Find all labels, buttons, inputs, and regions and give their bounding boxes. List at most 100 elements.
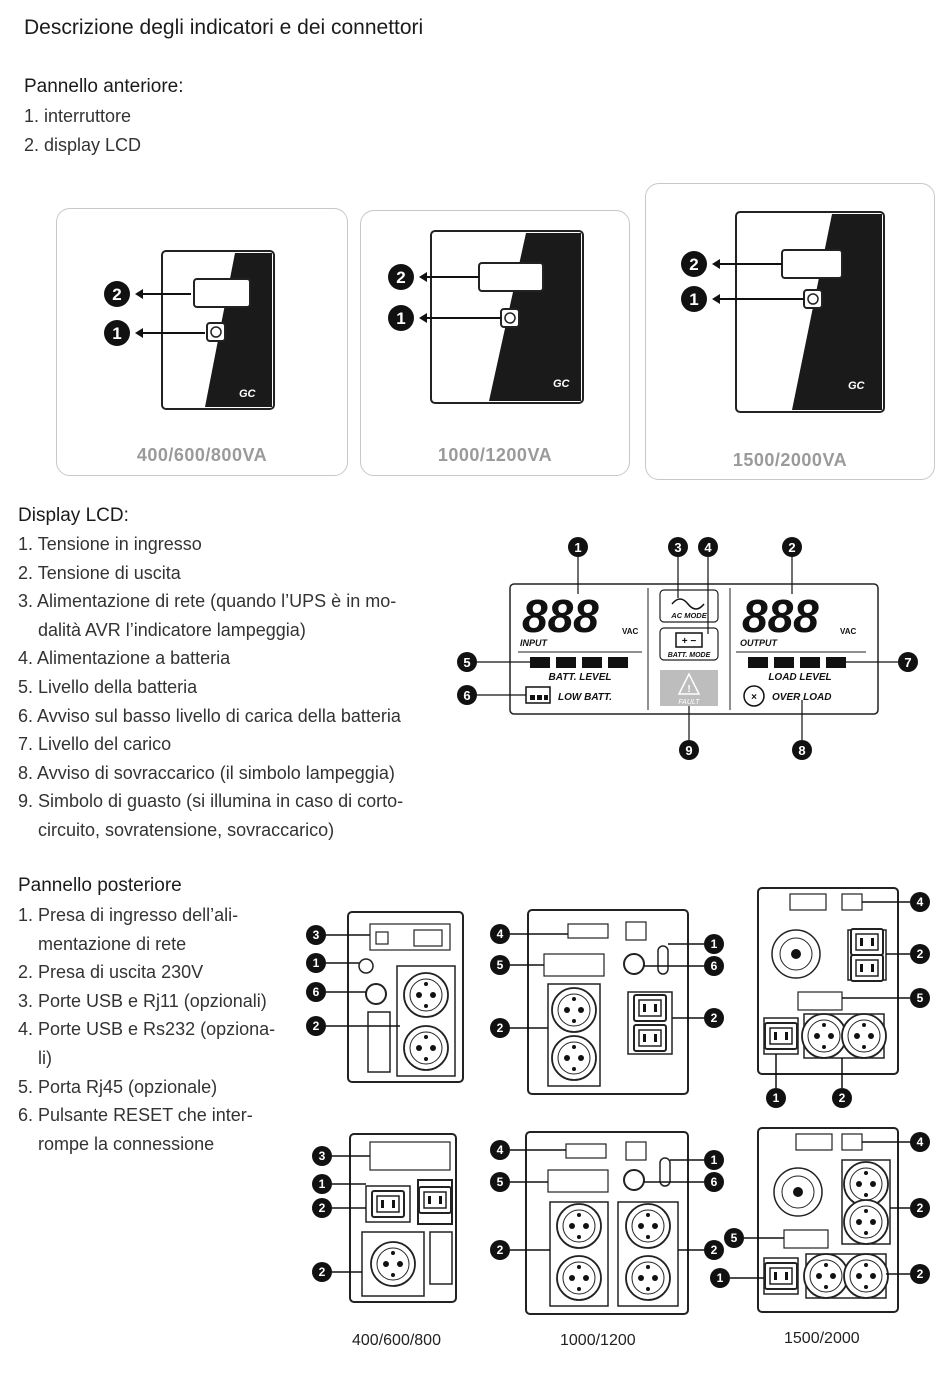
overload-icon xyxy=(743,685,765,707)
front-card-medium: GC 2 1 1000/1200VA xyxy=(360,210,630,476)
svg-text:5: 5 xyxy=(463,655,470,670)
svg-text:1: 1 xyxy=(689,290,698,309)
svg-text:2: 2 xyxy=(711,1011,718,1025)
svg-text:2: 2 xyxy=(396,268,405,287)
front-card-large: GC 2 1 1500/2000VA xyxy=(645,183,935,480)
list-item: rompe la connessione xyxy=(38,1133,215,1154)
rear-model-caption: 400/600/800 xyxy=(352,1332,441,1349)
list-item: 2. Presa di uscita 230V xyxy=(18,962,204,983)
svg-text:VAC: VAC xyxy=(622,627,639,636)
svg-text:1: 1 xyxy=(717,1271,724,1285)
svg-text:1: 1 xyxy=(112,324,121,343)
svg-text:1: 1 xyxy=(319,1177,326,1191)
svg-text:BATT. MODE: BATT. MODE xyxy=(668,652,711,659)
rear-model-caption: 1500/2000 xyxy=(784,1330,860,1347)
svg-text:5: 5 xyxy=(917,991,924,1005)
fault-indicator xyxy=(660,670,718,706)
svg-text:FAULT: FAULT xyxy=(678,699,700,706)
ups-front-illustration: GC 2 1 xyxy=(104,250,275,410)
svg-text:2: 2 xyxy=(711,1243,718,1257)
svg-text:2: 2 xyxy=(319,1265,326,1279)
svg-text:4: 4 xyxy=(917,1135,924,1149)
svg-text:2: 2 xyxy=(917,947,924,961)
svg-text:2: 2 xyxy=(917,1201,924,1215)
svg-text:4: 4 xyxy=(704,540,712,555)
svg-text:9: 9 xyxy=(685,743,692,758)
svg-text:AC MODE: AC MODE xyxy=(670,611,707,620)
rear-panel-list: 1. Presa di ingresso dell’ali- mentazion… xyxy=(18,901,275,1158)
svg-text:6: 6 xyxy=(711,1175,718,1189)
list-item: li) xyxy=(38,1047,52,1068)
list-item: 4. Alimentazione a batteria xyxy=(18,648,231,669)
front-card-small: GC 2 1 400/600/800VA xyxy=(56,208,348,476)
list-item: 1. Presa di ingresso dell’ali- xyxy=(18,905,239,925)
model-caption: 400/600/800VA xyxy=(136,445,268,465)
svg-text:1: 1 xyxy=(711,937,718,951)
svg-text:2: 2 xyxy=(497,1021,504,1035)
svg-text:2: 2 xyxy=(917,1267,924,1281)
svg-text:6: 6 xyxy=(313,985,320,999)
list-item: circuito, sovratensione, sovraccarico) xyxy=(38,819,335,840)
svg-text:1: 1 xyxy=(396,309,405,328)
svg-text:2: 2 xyxy=(788,540,795,555)
list-item: 4. Porte USB e Rs232 (opziona- xyxy=(18,1019,276,1040)
load-level-label: LOAD LEVEL xyxy=(768,672,831,683)
svg-text:1: 1 xyxy=(711,1153,718,1167)
svg-text:2: 2 xyxy=(112,285,121,304)
front-panel-heading: Pannello anteriore: xyxy=(24,76,184,97)
svg-text:+ −: + − xyxy=(682,636,697,647)
rear-panel-heading: Pannello posteriore xyxy=(18,875,182,896)
list-item: 3. Porte USB e Rj11 (opzionali) xyxy=(18,990,267,1011)
svg-text:2: 2 xyxy=(319,1201,326,1215)
gc-logo: GC xyxy=(553,378,571,390)
list-item: mentazione di rete xyxy=(38,933,187,954)
overload-label: OVER LOAD xyxy=(772,692,831,703)
rear-model-caption: 1000/1200 xyxy=(560,1332,636,1349)
list-item: 1. interruttore xyxy=(24,106,132,126)
output-digits: 888 xyxy=(742,590,819,642)
gc-logo: GC xyxy=(239,388,257,400)
front-panel-list: 1. interruttore 2. display LCD xyxy=(24,102,141,159)
svg-text:7: 7 xyxy=(904,655,911,670)
list-item: 2. Tensione di uscita xyxy=(18,562,181,583)
list-item: 7. Livello del carico xyxy=(18,734,172,755)
svg-text:2: 2 xyxy=(313,1019,320,1033)
svg-text:4: 4 xyxy=(497,1143,504,1157)
list-item: 5. Porta Rj45 (opzionale) xyxy=(18,1076,218,1097)
input-digits: 888 xyxy=(522,590,599,642)
svg-text:2: 2 xyxy=(689,255,698,274)
model-caption: 1500/2000VA xyxy=(732,450,848,470)
list-item: dalità AVR l’indicatore lampeggia) xyxy=(38,619,306,640)
svg-text:VAC: VAC xyxy=(840,627,857,636)
batt-level-label: BATT. LEVEL xyxy=(549,672,612,683)
page-title: Descrizione degli indicatori e dei conne… xyxy=(24,16,424,39)
svg-text:5: 5 xyxy=(497,1175,504,1189)
lcd-diagram: 888 VAC INPUT 888 VAC OUTPUT AC MODE + −… xyxy=(457,537,918,760)
gc-logo: GC xyxy=(848,380,866,392)
output-label: OUTPUT xyxy=(740,638,779,648)
svg-text:6: 6 xyxy=(711,959,718,973)
model-caption: 1000/1200VA xyxy=(437,445,553,465)
list-item: 2. display LCD xyxy=(24,134,142,155)
list-item: 5. Livello della batteria xyxy=(18,676,198,697)
svg-text:×: × xyxy=(751,692,757,703)
list-item: 6. Avviso sul basso livello di carica de… xyxy=(18,705,401,726)
list-item: 9. Simbolo di guasto (si illumina in cas… xyxy=(18,791,404,812)
svg-text:6: 6 xyxy=(463,688,470,703)
batt-mode-indicator xyxy=(659,627,719,661)
svg-text:4: 4 xyxy=(497,927,504,941)
svg-text:5: 5 xyxy=(731,1231,738,1245)
input-label: INPUT xyxy=(520,638,549,648)
list-item: 1. Tensione in ingresso xyxy=(18,534,202,554)
list-item: 8. Avviso di sovraccarico (il simbolo la… xyxy=(18,762,395,783)
svg-text:8: 8 xyxy=(798,743,805,758)
list-item: 6. Pulsante RESET che inter- xyxy=(18,1105,253,1126)
lcd-heading: Display LCD: xyxy=(18,505,129,526)
svg-text:3: 3 xyxy=(319,1149,326,1163)
svg-text:2: 2 xyxy=(497,1243,504,1257)
svg-text:3: 3 xyxy=(674,540,681,555)
svg-text:!: ! xyxy=(687,684,690,695)
svg-text:1: 1 xyxy=(574,540,581,555)
svg-text:4: 4 xyxy=(917,895,924,909)
